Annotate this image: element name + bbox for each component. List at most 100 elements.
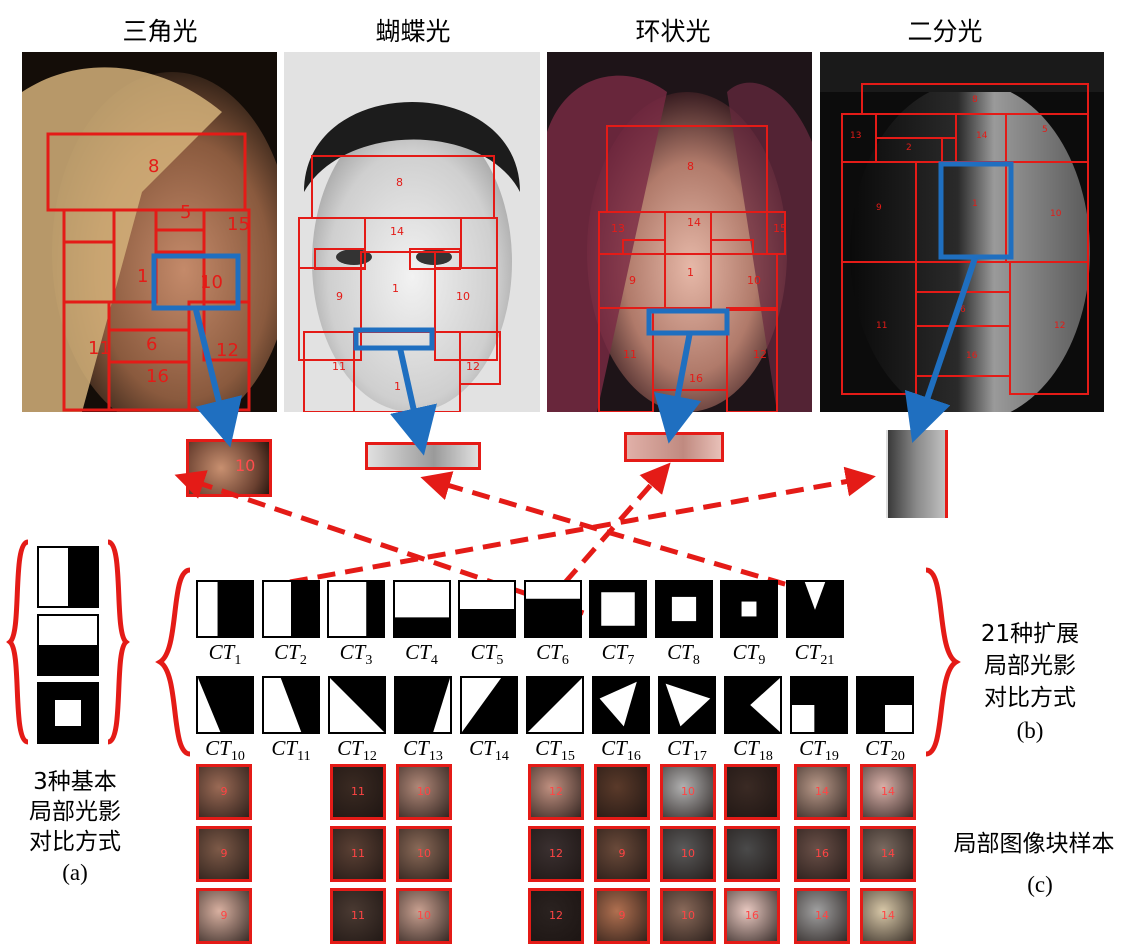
svg-text:11: 11 [876, 321, 887, 331]
ct-label-20: CT20 [865, 736, 905, 765]
samples-tag: (c) [1027, 872, 1053, 897]
portrait-photo-1: 8 5 15 1 10 11 6 12 16 [22, 52, 277, 412]
svg-text:16: 16 [966, 351, 978, 361]
sample-patch [724, 764, 780, 820]
blue-arrow-2 [390, 347, 437, 456]
ct-pattern-21 [785, 580, 844, 638]
region-label: 8 [148, 156, 159, 177]
ct-pattern-4 [392, 580, 451, 638]
sample-patch-label: 12 [549, 847, 563, 860]
sample-patch-label: 14 [815, 785, 829, 798]
sample-patch-label: 14 [815, 909, 829, 922]
svg-text:1: 1 [137, 266, 148, 287]
portrait-photo-3: 8 13 14 15 9 1 10 11 16 12 [547, 52, 812, 412]
sample-patch-label: 9 [220, 847, 228, 860]
svg-text:14: 14 [390, 225, 404, 238]
svg-text:6: 6 [960, 305, 966, 315]
brace-ext-open [155, 567, 191, 757]
sample-patch: 10 [660, 888, 716, 944]
ct-pattern-15 [526, 676, 584, 734]
ct-pattern-5 [458, 580, 516, 638]
photo-title-3: 环状光 [635, 17, 711, 46]
sample-patch: 11 [330, 888, 386, 944]
sample-patch: 10 [396, 826, 452, 882]
sample-patch-label: 10 [681, 785, 695, 798]
sample-patch-label: 10 [417, 847, 431, 860]
portrait-photo-3-graphic: 8 13 14 15 9 1 10 11 16 12 [547, 52, 812, 412]
svg-text:8: 8 [972, 95, 978, 105]
extended-label-line-3: 对比方式 [984, 685, 1076, 711]
ct-label-10: CT10 [205, 736, 245, 765]
svg-text:15: 15 [227, 214, 250, 235]
ct-pattern-18 [724, 676, 782, 734]
sample-patch-label: 16 [745, 909, 759, 922]
sample-patch-label: 11 [351, 785, 365, 798]
crop-patch-label: 10 [235, 456, 256, 475]
ct-pattern-16 [592, 676, 650, 734]
ct-pattern-11 [262, 676, 320, 734]
ct-pattern-19 [790, 676, 848, 734]
ct-label-8: CT8 [667, 640, 700, 669]
ct-label-19: CT19 [799, 736, 839, 765]
svg-text:11: 11 [623, 348, 637, 361]
sample-patch: 10 [660, 826, 716, 882]
sample-patch: 14 [860, 764, 916, 820]
sample-patch: 9 [196, 764, 252, 820]
svg-text:2: 2 [906, 143, 912, 153]
sample-patch: 16 [794, 826, 850, 882]
ct-pattern-12 [328, 676, 386, 734]
sample-patch: 9 [594, 888, 650, 944]
ct-pattern-9 [720, 580, 778, 638]
svg-text:1: 1 [392, 282, 399, 295]
svg-text:9: 9 [876, 203, 882, 213]
svg-text:8: 8 [396, 176, 403, 189]
ct-pattern-13 [394, 676, 452, 734]
ct-label-6: CT6 [536, 640, 569, 669]
svg-text:14: 14 [976, 131, 988, 141]
svg-text:13: 13 [850, 131, 861, 141]
sample-patch-label: 9 [220, 909, 228, 922]
sample-patch: 16 [724, 888, 780, 944]
basic-tag: (a) [62, 860, 88, 885]
ct-pattern-6 [523, 580, 582, 638]
extended-label-line-1: 21种扩展 [980, 621, 1080, 647]
svg-text:9: 9 [629, 274, 636, 287]
brace-left-open [6, 539, 30, 745]
svg-text:11: 11 [88, 338, 111, 359]
svg-text:9: 9 [336, 290, 343, 303]
photo-title-1: 三角光 [122, 17, 198, 46]
sample-patch: 9 [594, 826, 650, 882]
sample-patch-label: 11 [351, 847, 365, 860]
svg-text:1: 1 [972, 199, 978, 209]
svg-text:1: 1 [394, 380, 401, 393]
svg-text:12: 12 [753, 348, 767, 361]
basic-label-line-1: 3种基本 [33, 769, 117, 795]
sample-patch-label: 9 [220, 785, 228, 798]
ct-label-21: CT21 [794, 640, 835, 669]
ct-label-12: CT12 [337, 736, 377, 765]
ct-pattern-17 [658, 676, 716, 734]
svg-text:16: 16 [689, 372, 703, 385]
ct-pattern-1 [196, 580, 254, 638]
svg-text:11: 11 [332, 360, 346, 373]
sample-patch-label: 12 [549, 909, 563, 922]
ct-pattern-20 [856, 676, 914, 734]
ct-label-5: CT5 [470, 640, 504, 669]
svg-text:15: 15 [773, 222, 787, 235]
svg-text:6: 6 [146, 334, 157, 355]
svg-text:10: 10 [1050, 209, 1062, 219]
ct-label-15: CT15 [535, 736, 575, 765]
sample-patch: 11 [330, 826, 386, 882]
sample-patch-label: 10 [417, 909, 431, 922]
portrait-photo-4: 8 13 2 14 5 9 1 10 11 6 16 12 [820, 52, 1104, 412]
sample-patch-label: 14 [881, 785, 895, 798]
svg-text:5: 5 [1042, 125, 1048, 135]
crop-patch-4 [886, 430, 948, 518]
sample-patch: 9 [196, 826, 252, 882]
ct-label-11: CT11 [271, 736, 311, 765]
ct-label-17: CT17 [667, 736, 707, 765]
sample-patch-label: 16 [815, 847, 829, 860]
sample-patch-label: 11 [351, 909, 365, 922]
blue-arrow-1 [193, 309, 243, 448]
ct-label-16: CT16 [601, 736, 641, 765]
